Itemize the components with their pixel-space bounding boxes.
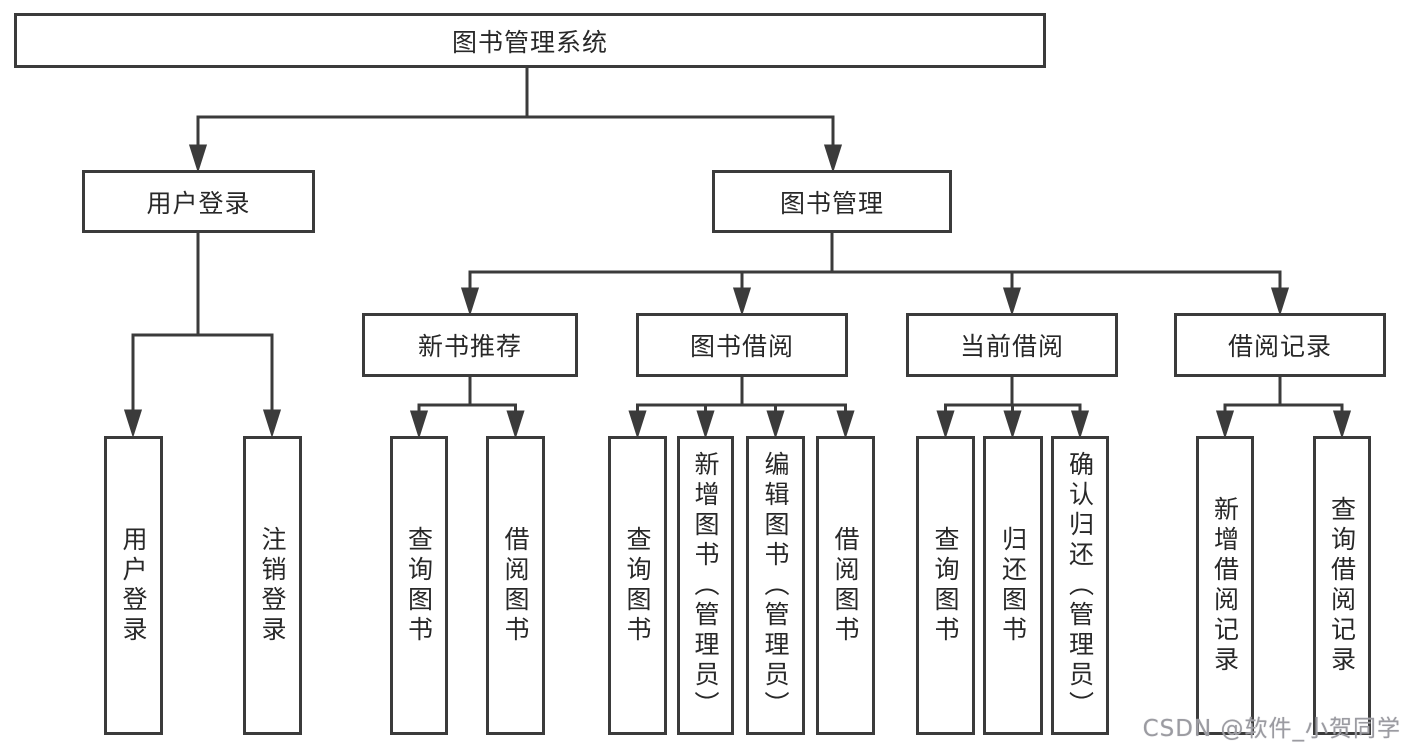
- connector-borrowing-records-to-leaves: [1215, 377, 1352, 439]
- node-book-management: 图书管理: [712, 170, 952, 233]
- node-label: 确认归还（管理员）: [1065, 450, 1095, 721]
- leaf-user-login: 用户登录: [104, 436, 163, 735]
- connector-user-login-to-leaves: [123, 233, 282, 438]
- connector-new-book-to-leaves: [409, 377, 525, 439]
- node-label: 注销登录: [258, 525, 287, 646]
- node-label: 用户登录: [119, 525, 148, 646]
- node-borrowing-records: 借阅记录: [1174, 313, 1386, 377]
- leaf-current-confirm-return-admin: 确认归还（管理员）: [1051, 436, 1109, 735]
- node-label: 查询图书: [404, 525, 434, 646]
- node-label: 查询图书: [623, 525, 652, 646]
- leaf-borrow-query-books: 查询图书: [608, 436, 667, 735]
- node-label: 借阅图书: [501, 525, 530, 646]
- node-label: 图书管理: [779, 188, 884, 218]
- connector-current-borrowing-to-leaves: [936, 377, 1090, 439]
- node-label: 新增图书（管理员）: [691, 450, 720, 721]
- leaf-borrow-borrow-books: 借阅图书: [816, 436, 875, 735]
- node-label: 图书借阅: [689, 332, 794, 361]
- watermark-csdn: CSDN @软件_小贺同学: [1142, 716, 1401, 742]
- leaf-borrow-edit-books-admin: 编辑图书（管理员）: [746, 436, 805, 735]
- node-label: 归还图书: [998, 525, 1028, 646]
- connector-book-management-to-level3: [460, 233, 1290, 316]
- leaf-newbook-borrow-books: 借阅图书: [486, 436, 545, 735]
- node-label: 借阅图书: [831, 525, 860, 646]
- node-current-borrowing: 当前借阅: [906, 313, 1118, 377]
- leaf-newbook-query-books: 查询图书: [390, 436, 448, 735]
- leaf-records-query-borrow-record: 查询借阅记录: [1313, 436, 1371, 735]
- node-new-book-recommendation: 新书推荐: [362, 313, 578, 377]
- node-book-borrowing: 图书借阅: [636, 313, 848, 377]
- node-user-login: 用户登录: [82, 170, 315, 233]
- node-label: 用户登录: [146, 188, 251, 218]
- leaf-current-return-books: 归还图书: [983, 436, 1043, 735]
- node-label: 查询图书: [931, 525, 960, 646]
- leaf-records-add-borrow-record: 新增借阅记录: [1196, 436, 1254, 735]
- leaf-borrow-add-books-admin: 新增图书（管理员）: [677, 436, 734, 735]
- node-label: 新书推荐: [417, 332, 522, 361]
- leaf-current-query-books: 查询图书: [916, 436, 975, 735]
- node-label: 图书管理系统: [451, 27, 608, 57]
- node-label: 查询借阅记录: [1327, 495, 1357, 676]
- node-label: 新增借阅记录: [1210, 495, 1240, 676]
- leaf-logout: 注销登录: [243, 436, 302, 735]
- node-library-management-system: 图书管理系统: [14, 13, 1046, 68]
- node-label: 当前借阅: [959, 332, 1064, 361]
- connector-root-to-level2: [188, 68, 843, 173]
- connector-book-borrowing-to-leaves: [628, 377, 855, 439]
- node-label: 借阅记录: [1227, 332, 1332, 361]
- node-label: 编辑图书（管理员）: [761, 450, 790, 721]
